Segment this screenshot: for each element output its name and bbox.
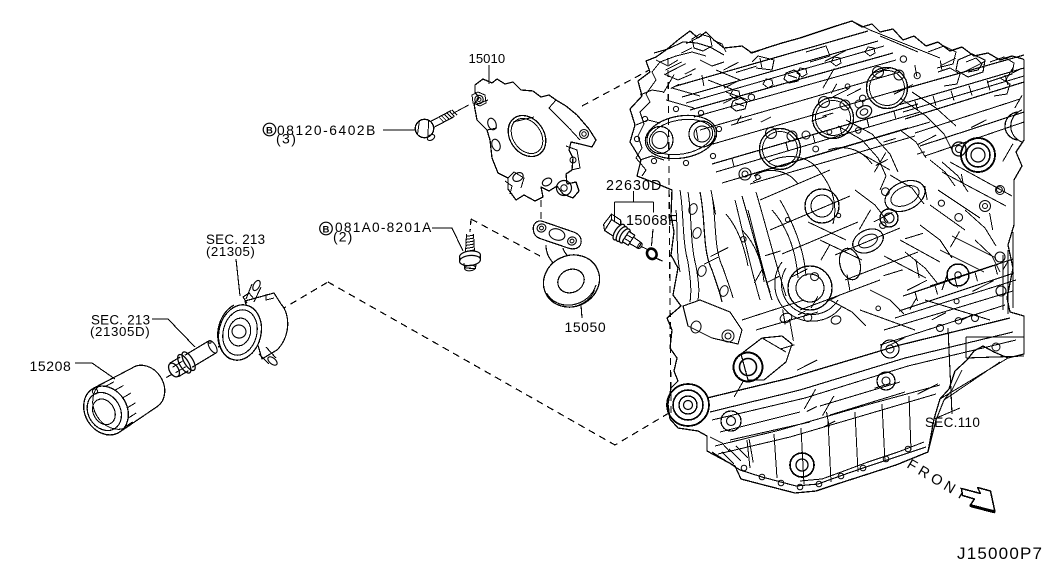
svg-text:15050: 15050: [565, 319, 607, 335]
svg-text:B: B: [323, 225, 330, 236]
svg-text:15068F: 15068F: [626, 213, 677, 229]
svg-text:22630D: 22630D: [606, 178, 662, 194]
svg-text:(2): (2): [333, 229, 353, 245]
svg-text:15208: 15208: [30, 358, 72, 374]
svg-text:J15000P7: J15000P7: [957, 544, 1043, 563]
svg-text:SEC.110: SEC.110: [925, 415, 980, 430]
svg-text:15010: 15010: [469, 51, 506, 66]
svg-text:(21305D): (21305D): [90, 324, 150, 339]
svg-text:(21305): (21305): [206, 244, 255, 259]
svg-text:B: B: [266, 126, 273, 137]
svg-text:(3): (3): [276, 131, 297, 147]
